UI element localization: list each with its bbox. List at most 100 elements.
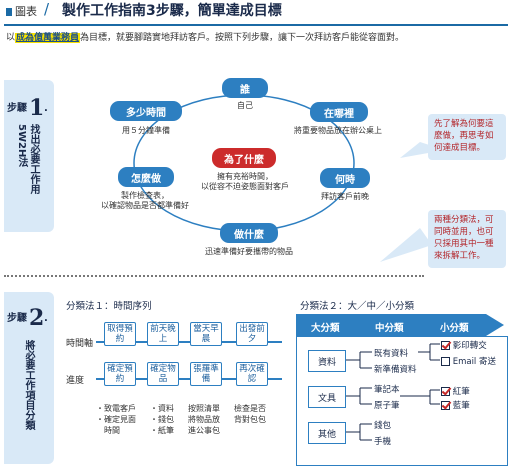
bubble-how-label: 怎麼做 — [131, 173, 161, 185]
time-chip-4-label: 出發前夕 — [239, 324, 265, 345]
method1-title: 分類法１：時間序列 — [66, 301, 152, 312]
tag-marker-icon — [6, 8, 12, 16]
figure-tag: 圖表 — [6, 6, 37, 17]
method2-title: 分類法２：大／中／小分類 — [300, 301, 415, 312]
time-chip-3-label: 當天早晨 — [193, 324, 219, 345]
progress-chip-1-label: 確定預約 — [107, 364, 133, 385]
note2-pointer — [380, 228, 432, 262]
col-mid: 中分類 — [375, 323, 404, 334]
mid-3-1: 錢包 — [374, 421, 392, 431]
header-arrow — [296, 314, 504, 336]
detail-3-line2: 將物品放 — [188, 414, 220, 424]
major-3-label: 其他 — [317, 429, 336, 440]
detail-2-line1: ・資料 — [150, 404, 174, 413]
detail-col-4: 檢查是否背對包包 — [234, 404, 266, 426]
caption-why: 擁有充裕時間，以從容不迫姿態面對客戶 — [190, 172, 300, 192]
bubble-howlong-label: 多少時間 — [126, 107, 166, 119]
col-major: 大分類 — [311, 323, 340, 334]
progress-chip-2: 確定物品 — [147, 362, 179, 387]
checkbox-checked-icon — [441, 341, 450, 350]
detail-col-2: ・資料・錢包・紙筆 — [150, 404, 174, 436]
progress-chip-1: 確定預約 — [104, 362, 136, 387]
step1-label: 步驟 — [7, 103, 27, 114]
tree-branch-2b — [400, 389, 440, 405]
caption-why-line1: 擁有充裕時間， — [217, 172, 273, 181]
step2-badge — [4, 292, 54, 464]
step2-note-line4: 來拆解工作。 — [434, 250, 486, 261]
minor-1-1-label: 影印轉交 — [452, 341, 487, 351]
caption-who: 自己 — [205, 101, 285, 111]
caption-when: 拜訪客戶前晚 — [300, 192, 390, 202]
step2-vertical-title: 將必要工作項目分類 — [23, 340, 34, 430]
step2-dot: . — [44, 313, 48, 324]
minor-1-2: Email 寄送 — [441, 355, 496, 367]
checkbox-empty-icon — [441, 357, 450, 366]
detail-1-line3: 時間 — [96, 425, 120, 435]
bubble-when: 何時 — [320, 168, 370, 188]
major-box-2: 文具 — [308, 386, 346, 408]
bubble-what: 做什麼 — [220, 223, 278, 243]
section-divider — [4, 275, 424, 277]
step1-badge — [4, 80, 54, 232]
intro-post: 為目標，就要腳踏實地拜訪客戶。按照下列步驟，讓下一次拜訪客戶能從容面對。 — [80, 33, 405, 43]
intro-pre: 以 — [6, 33, 16, 43]
minor-2-2-label: 藍筆 — [452, 401, 470, 411]
bubble-where-label: 在哪裡 — [324, 108, 354, 120]
header-rule — [4, 24, 508, 26]
time-chip-1-label: 取得預約 — [107, 324, 133, 345]
mid-1-1: 既有資料 — [374, 349, 409, 359]
caption-howlong: 用５分鐘準備 — [104, 126, 188, 136]
step1-number: 1 — [29, 95, 45, 121]
time-chip-1: 取得預約 — [104, 322, 136, 347]
detail-col-1: ・致電客戶・確定見面 時間 — [96, 404, 136, 436]
mid-1-2: 新準備資料 — [374, 365, 417, 375]
minor-2-2: 藍筆 — [441, 399, 470, 411]
header-slash: / — [44, 0, 50, 18]
progress-chip-4-label: 再次確認 — [239, 364, 265, 385]
progress-axis-line — [96, 378, 282, 380]
caption-how: 製作檢查表，以確認物品是否都準備好 — [90, 191, 200, 211]
detail-col-3: 按照清單將物品放進公事包 — [188, 404, 220, 436]
progress-chip-3: 張羅準備 — [190, 362, 222, 387]
intro-highlight: 成為億萬業務員 — [15, 33, 81, 43]
detail-3-line1: 按照清單 — [188, 404, 220, 413]
caption-howlong-line: 用５分鐘準備 — [122, 126, 170, 135]
caption-why-line2: 以從容不迫姿態面對客戶 — [201, 182, 289, 191]
progress-chip-2-label: 確定物品 — [150, 364, 176, 385]
detail-2-line2: ・錢包 — [150, 414, 174, 424]
step1-note-line1: 先了解為何要這 — [434, 119, 494, 129]
caption-where: 將重要物品放在辦公桌上 — [282, 126, 394, 136]
minor-1-2-label: Email 寄送 — [452, 357, 496, 367]
time-chip-2: 前天晚上 — [147, 322, 179, 347]
step2-note: 兩種分類法，可 同時並用，也可 只採用其中一種 來拆解工作。 — [428, 210, 506, 268]
mid-2-2: 原子筆 — [374, 401, 400, 411]
checkbox-checked-icon — [441, 401, 450, 410]
detail-3-line3: 進公事包 — [188, 425, 220, 435]
detail-1-line1: ・致電客戶 — [96, 404, 136, 413]
tree-branch-1 — [346, 351, 372, 369]
bubble-when-label: 何時 — [335, 174, 355, 186]
row-progress-label: 進度 — [66, 376, 85, 386]
detail-4-line2: 背對包包 — [234, 414, 266, 424]
detail-1-line2: ・確定見面 — [96, 414, 136, 424]
minor-2-1-label: 紅筆 — [452, 387, 470, 397]
minor-2-1: 紅筆 — [441, 385, 470, 397]
caption-how-line2: 以確認物品是否都準備好 — [101, 201, 189, 210]
bubble-who: 誰 — [222, 78, 268, 98]
step2-number: 2 — [29, 305, 45, 331]
checkbox-checked-icon — [441, 387, 450, 396]
caption-who-line: 自己 — [237, 101, 253, 110]
time-chip-3: 當天早晨 — [190, 322, 222, 347]
major-box-1: 資料 — [308, 350, 346, 372]
progress-chip-3-label: 張羅準備 — [193, 364, 219, 385]
mid-2-1: 筆記本 — [374, 385, 400, 395]
major-box-3: 其他 — [308, 422, 346, 444]
progress-chip-4: 再次確認 — [236, 362, 268, 387]
step1-note-line3: 何達成目標。 — [434, 142, 486, 153]
bubble-who-label: 誰 — [240, 84, 250, 96]
row-time-label: 時間軸 — [66, 339, 94, 349]
major-2-label: 文具 — [317, 393, 336, 404]
tree-branch-2 — [346, 387, 372, 405]
bubble-how: 怎麼做 — [118, 167, 174, 187]
col-minor: 小分類 — [440, 323, 469, 334]
